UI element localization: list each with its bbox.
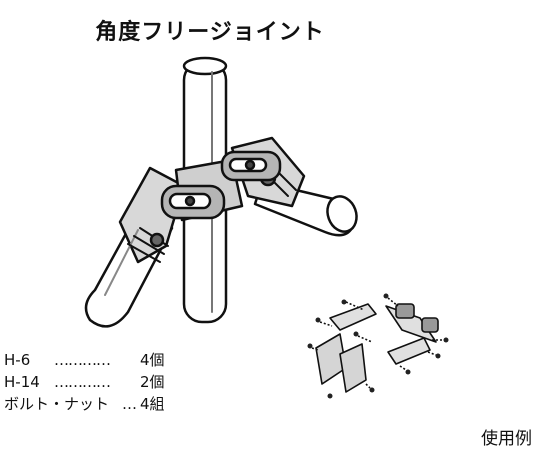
exploded-parts-view bbox=[307, 293, 449, 399]
part-quantity: 4個 bbox=[140, 351, 165, 369]
part-name: H-6 bbox=[4, 351, 31, 369]
parts-row: H-6 ………… 4個 bbox=[4, 349, 165, 371]
part-name: ボルト・ナット bbox=[4, 395, 110, 413]
page-title: 角度フリージョイント bbox=[95, 20, 325, 45]
parts-list: H-6 ………… 4個 H-14 ………… 2個 ボルト・ナット … 4組 bbox=[4, 349, 165, 415]
leader-dots: ………… bbox=[54, 373, 111, 391]
part-quantity: 4組 bbox=[140, 395, 165, 413]
part-name: H-14 bbox=[4, 373, 40, 391]
part-quantity: 2個 bbox=[140, 373, 165, 391]
usage-example-caption: 使用例 bbox=[481, 429, 532, 449]
parts-row: ボルト・ナット … 4組 bbox=[4, 393, 165, 415]
parts-row: H-14 ………… 2個 bbox=[4, 371, 165, 393]
leader-dots: ………… bbox=[54, 351, 111, 369]
leader-dots: … bbox=[122, 395, 137, 413]
joint-clamp bbox=[160, 150, 282, 222]
